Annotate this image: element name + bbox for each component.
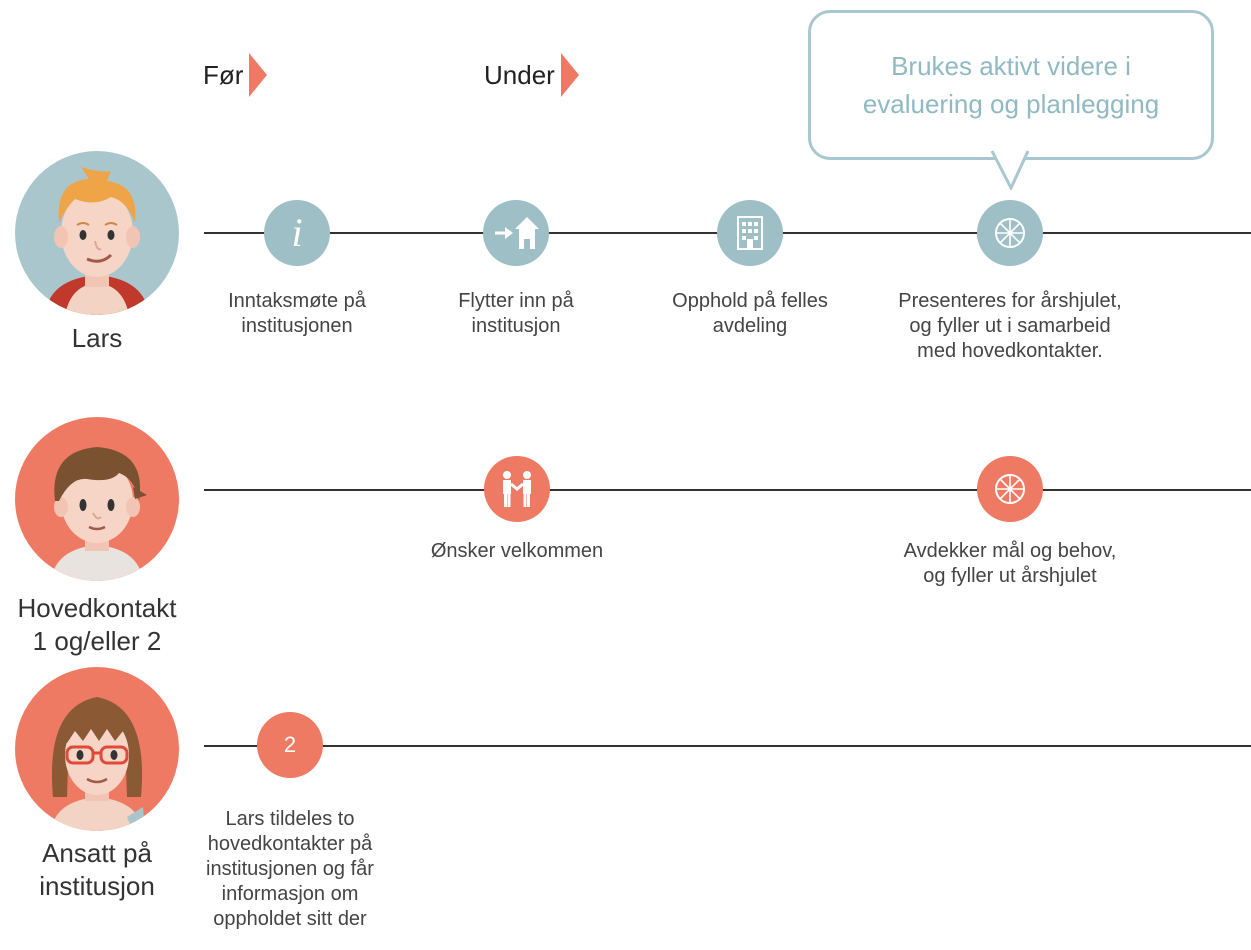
info-icon: i — [291, 210, 303, 255]
caption-line: institusjon — [471, 315, 561, 337]
move-in-house-icon — [495, 217, 539, 249]
caption-line: avdeling — [712, 315, 788, 337]
caption-line: Avdekker mål og behov, — [903, 540, 1117, 562]
caption-line: med hovedkontakter. — [917, 340, 1103, 362]
step-caption-assign: Lars tildeles to hovedkontakter på insti… — [180, 807, 400, 932]
step-node-stay — [717, 200, 783, 266]
avatar-lars — [15, 151, 179, 315]
person-label-line: Ansatt på — [42, 838, 152, 868]
caption-line: Lars tildeles to — [225, 808, 355, 830]
wheel-icon — [995, 218, 1025, 248]
caption-line: Ønsker velkommen — [430, 540, 604, 562]
timeline-staff — [204, 745, 1251, 747]
phase-before-label: Før — [203, 59, 244, 90]
step-node-wheel-goals — [977, 456, 1043, 522]
step-node-intake: i — [264, 200, 330, 266]
caption-line: Inntaksmøte på — [228, 290, 366, 312]
welcome-handshake-icon — [503, 471, 531, 507]
wheel-icon — [995, 474, 1025, 504]
step-caption-intake: Inntaksmøte på institusjonen — [187, 289, 407, 339]
caption-line: Flytter inn på — [458, 290, 574, 312]
step-node-welcome — [484, 456, 550, 522]
timeline-main-contact — [204, 489, 1251, 491]
avatar-staff — [15, 667, 179, 831]
step-caption-wheel-presented: Presenteres for årshjulet, og fyller ut … — [870, 289, 1150, 364]
step-node-assign: 2 — [257, 712, 323, 778]
step-caption-welcome: Ønsker velkommen — [407, 539, 627, 564]
caption-line: oppholdet sitt der — [213, 908, 367, 930]
step-badge: 2 — [283, 732, 297, 757]
avatar-main-contact — [15, 417, 179, 581]
caption-line: Presenteres for årshjulet, — [898, 290, 1122, 312]
person-label-lars: Lars — [71, 323, 123, 353]
person-label-staff: Ansatt på institusjon — [0, 837, 197, 903]
chevron-right-icon — [249, 53, 268, 97]
person-label-line: Hovedkontakt — [17, 593, 177, 623]
caption-line: og fyller ut årshjulet — [923, 565, 1097, 587]
person-label-main-contact: Hovedkontakt 1 og/eller 2 — [0, 592, 197, 658]
step-caption-wheel-goals: Avdekker mål og behov, og fyller ut årsh… — [870, 539, 1150, 589]
phase-during-label: Under — [484, 59, 555, 90]
bubble-line-1: Brukes aktivt videre i — [891, 51, 1131, 81]
caption-line: institusjonen og får — [206, 858, 374, 880]
speech-bubble-tail — [990, 150, 1030, 190]
speech-bubble: Brukes aktivt videre i evaluering og pla… — [808, 10, 1214, 160]
step-node-wheel-presented — [977, 200, 1043, 266]
caption-line: informasjon om — [221, 883, 359, 905]
person-label-line: 1 og/eller 2 — [32, 626, 162, 656]
step-node-move-in — [483, 200, 549, 266]
step-caption-stay: Opphold på felles avdeling — [640, 289, 860, 339]
caption-line: hovedkontakter på — [207, 833, 373, 855]
bubble-line-2: evaluering og planlegging — [862, 89, 1160, 119]
chevron-right-icon — [560, 53, 579, 97]
phase-during: Under — [484, 53, 579, 97]
caption-line: Opphold på felles — [672, 290, 828, 312]
phase-before: Før — [203, 53, 268, 97]
caption-line: og fyller ut i samarbeid — [909, 315, 1111, 337]
step-caption-move-in: Flytter inn på institusjon — [406, 289, 626, 339]
person-label-line: institusjon — [39, 871, 155, 901]
building-icon — [737, 216, 763, 250]
caption-line: institusjonen — [241, 315, 353, 337]
